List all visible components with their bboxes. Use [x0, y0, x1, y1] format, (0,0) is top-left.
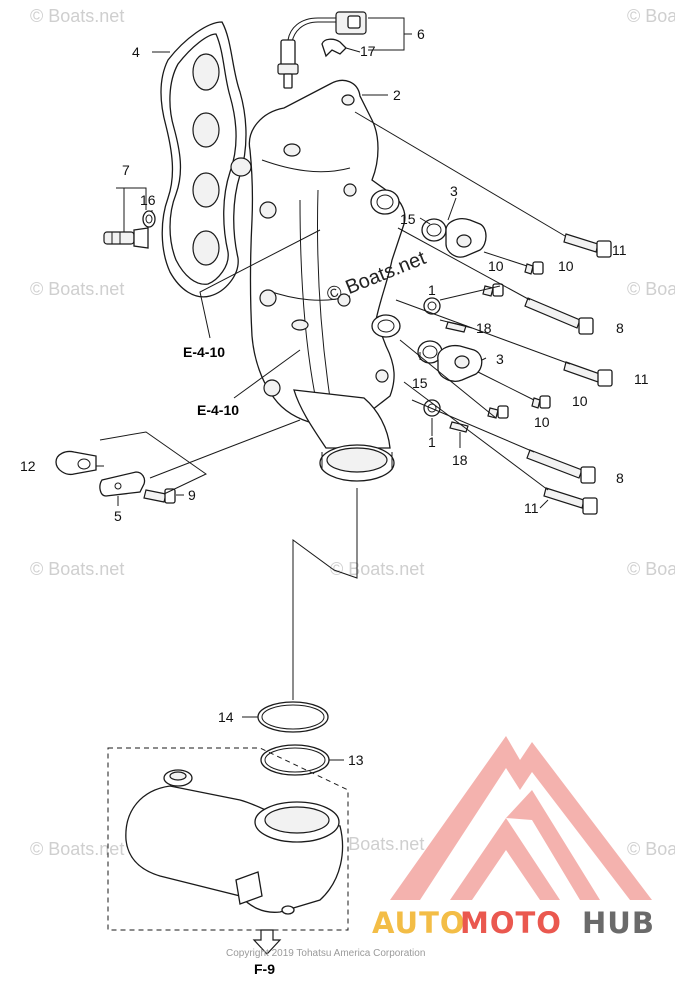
ref-f-9: F-9: [254, 961, 275, 977]
manifold-part-2: [230, 79, 406, 482]
callout-2: 2: [393, 87, 401, 103]
callout-8-a: 8: [616, 320, 624, 336]
callout-6: 6: [417, 26, 425, 42]
watermark: © Boats.net: [627, 279, 675, 299]
arrow-down-icon: [252, 929, 282, 955]
automotohub-logo: AUTO MOTO HUB: [372, 736, 655, 940]
callout-11-c: 11: [524, 500, 539, 516]
lower-housing: [107, 747, 349, 931]
brand-hub: HUB: [582, 906, 655, 940]
o-rings: [257, 701, 330, 776]
callout-16: 16: [140, 192, 156, 208]
watermark: © Boats.net: [30, 279, 124, 299]
ref-e-4-10-upper: E-4-10: [183, 344, 225, 360]
sensor-part-7: [103, 210, 156, 249]
callout-11-a: 11: [612, 242, 627, 258]
reference-labels: E-4-10 E-4-10 F-9: [183, 344, 275, 977]
ref-e-4-10-lower: E-4-10: [197, 402, 239, 418]
flange-part-3-lower: [417, 340, 551, 433]
callout-4: 4: [132, 44, 140, 60]
watermark: © Boats.net: [30, 559, 124, 579]
watermark: © Boats.net: [330, 559, 424, 579]
flange-part-3-upper: [421, 218, 544, 333]
callout-7: 7: [122, 162, 130, 178]
callout-15-upper: 15: [400, 211, 416, 227]
callout-1-upper: 1: [428, 282, 436, 298]
callout-8-b: 8: [616, 470, 624, 486]
watermark: © Boats.net: [627, 559, 675, 579]
watermark: © Boats.net: [30, 839, 124, 859]
watermark-layer: © Boats.net © Boats.net © Boats.net © Bo…: [30, 6, 675, 859]
callout-15-lower: 15: [412, 375, 428, 391]
callout-14: 14: [218, 709, 234, 725]
callout-10-b: 10: [558, 258, 574, 274]
long-bolts: [524, 233, 613, 515]
oxygen-sensor-part-6: [277, 11, 367, 89]
brand-auto: AUTO: [372, 906, 466, 940]
gasket-part-4: [160, 21, 247, 298]
leader-lines: [96, 17, 571, 761]
watermark: © Boats.net: [30, 6, 124, 26]
callout-12: 12: [20, 458, 36, 474]
watermark: © Boats.net: [627, 6, 675, 26]
callout-18-upper: 18: [476, 320, 492, 336]
callout-17: 17: [360, 43, 376, 59]
callout-5: 5: [114, 508, 122, 524]
callout-10-c: 10: [572, 393, 588, 409]
watermark: © Boats.net: [330, 834, 424, 854]
callout-3-lower: 3: [496, 351, 504, 367]
callout-10-a: 10: [488, 258, 504, 274]
callout-9: 9: [188, 487, 196, 503]
callout-13: 13: [348, 752, 364, 768]
copyright-text: Copyright 2019 Tohatsu America Corporati…: [226, 948, 425, 959]
callout-18-lower: 18: [452, 452, 468, 468]
callout-1-lower: 1: [428, 434, 436, 450]
clamp-bracket-parts: [55, 450, 176, 504]
callout-11-b: 11: [634, 371, 649, 387]
watermark: © Boats.net: [627, 839, 675, 859]
callouts: 4 2 6 17 7 16 3 15 10 10 11 1 18 8 3 11 …: [20, 26, 649, 768]
callout-10-d: 10: [534, 414, 550, 430]
callout-3-upper: 3: [450, 183, 458, 199]
brand-moto: MOTO: [460, 906, 562, 940]
